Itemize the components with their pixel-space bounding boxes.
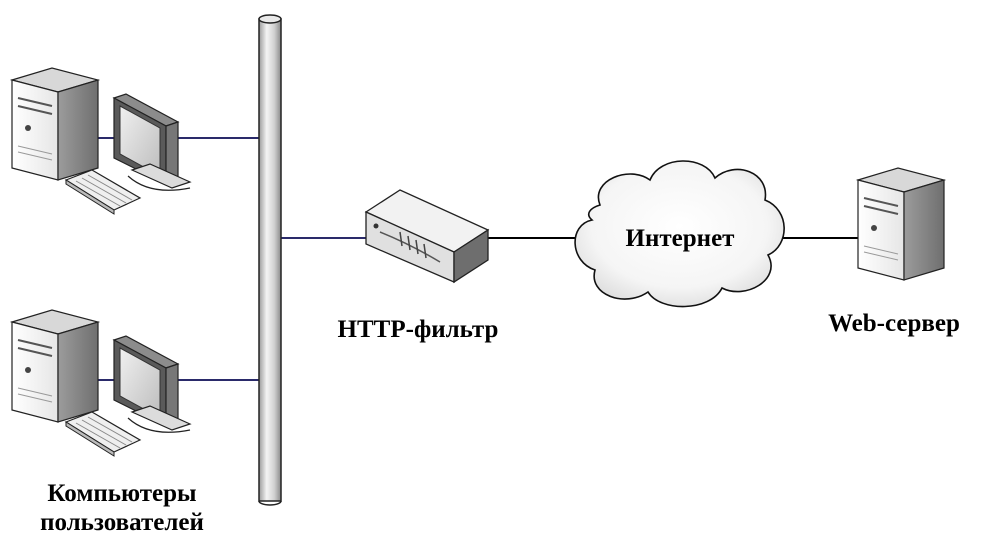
label-user-computers-line1: Компьютеры (47, 480, 196, 507)
network-bus-icon (258, 14, 282, 506)
label-http-filter: HTTP-фильтр (338, 316, 499, 343)
internet-cloud-icon (574, 160, 785, 308)
http-filter-device-icon (364, 189, 490, 284)
workstation-1-icon (9, 67, 192, 215)
label-user-computers-line2: пользователей (40, 509, 204, 535)
label-web-server: Web-сервер (828, 310, 960, 337)
web-server-icon (855, 167, 947, 281)
label-internet: Интернет (626, 225, 735, 252)
workstation-2-icon (9, 309, 192, 457)
